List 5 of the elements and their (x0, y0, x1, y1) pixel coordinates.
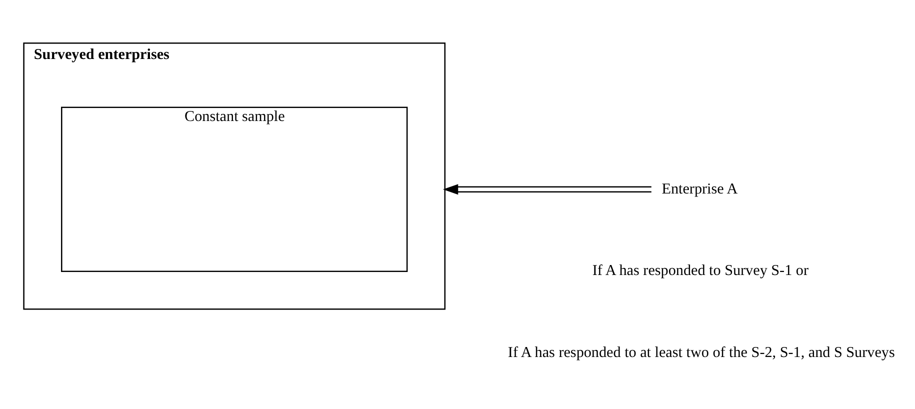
arrow (442, 184, 652, 195)
node-text: Enterprise A (662, 181, 738, 198)
node-box: Constant sample (61, 106, 408, 272)
label: If A has responded to at least two of the S-2, S-1, and S Surveys (508, 345, 895, 362)
label: If A has responded to Survey S-1 or (592, 263, 809, 280)
